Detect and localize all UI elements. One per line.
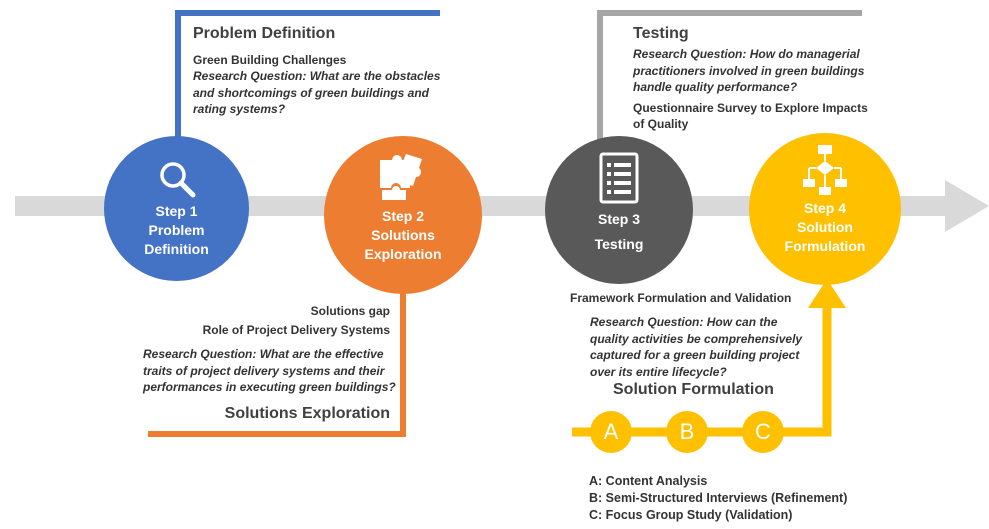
step-4-circle: Step 4 Solution Formulation bbox=[749, 133, 901, 285]
step-3-circle: Step 3 Testing bbox=[545, 136, 693, 284]
solutions-exploration-question: Research Question: What are the effectiv… bbox=[143, 346, 396, 396]
step-1-number: Step 1 bbox=[155, 203, 198, 219]
flowchart-icon bbox=[803, 145, 847, 195]
solution-formulation-arrowhead bbox=[808, 279, 846, 308]
problem-definition-question-line-1: Research Question: What are the obstacle… bbox=[193, 69, 441, 83]
solution-formulation-question-line-2: quality activities be comprehensively bbox=[590, 331, 803, 346]
step-1-line-2: Definition bbox=[144, 241, 209, 257]
solution-formulation-heading-wrap: Solution Formulation bbox=[613, 381, 774, 399]
solutions-exploration-heading-wrap: Solutions Exploration bbox=[225, 405, 390, 423]
step-1-circle: Step 1 Problem Definition bbox=[104, 136, 249, 281]
magnifier-icon bbox=[159, 162, 195, 198]
phase-b-circle: B bbox=[666, 411, 708, 453]
step-4-line-1: Solution bbox=[797, 219, 853, 235]
step-2-circle: Step 2 Solutions Exploration bbox=[324, 136, 482, 294]
solutions-exploration-topics: Solutions gap Role of Project Delivery S… bbox=[203, 302, 390, 340]
phase-a-circle: A bbox=[590, 411, 632, 453]
main-timeline-arrowhead bbox=[945, 180, 989, 232]
testing-method-line-2: of Quality bbox=[633, 116, 689, 131]
step-3-line-1: Testing bbox=[594, 236, 644, 252]
solutions-gap-label: Solutions gap bbox=[310, 304, 390, 318]
solution-formulation-question-line-4: over its entire lifecycle? bbox=[590, 364, 727, 379]
solutions-exploration-question-line-1: Research Question: What are the effectiv… bbox=[143, 347, 384, 361]
solution-formulation-question-line-1: Research Question: How can the bbox=[590, 315, 778, 329]
testing-question-line-1: Research Question: How do managerial bbox=[633, 47, 860, 61]
step-1-line-1: Problem bbox=[148, 222, 205, 238]
problem-definition-question-line-3: rating systems? bbox=[193, 102, 286, 116]
solutions-exploration-question-line-2: traits of project delivery systems and t… bbox=[143, 363, 385, 378]
problem-definition-topic: Green Building Challenges bbox=[193, 53, 347, 67]
legend-item-c: C: Focus Group Study (Validation) bbox=[589, 508, 793, 522]
testing-heading: Testing bbox=[633, 25, 689, 42]
puzzle-icon bbox=[380, 154, 422, 200]
problem-definition-question-line-2: and shortcomings of green buildings and bbox=[193, 85, 430, 100]
solution-formulation-connector bbox=[572, 306, 832, 437]
testing-method-line-1: Questionnaire Survey to Explore Impacts bbox=[633, 100, 868, 115]
problem-definition-block: Problem Definition Green Building Challe… bbox=[193, 25, 440, 118]
step-2-line-2: Exploration bbox=[364, 246, 442, 262]
step-2-line-1: Solutions bbox=[371, 227, 435, 243]
testing-connector bbox=[597, 10, 862, 145]
step-4-line-2: Formulation bbox=[784, 238, 866, 254]
problem-definition-heading: Problem Definition bbox=[193, 25, 336, 42]
step-2-number: Step 2 bbox=[381, 208, 424, 224]
checklist-icon bbox=[599, 152, 639, 204]
solution-formulation-topic-wrap: Framework Formulation and Validation bbox=[570, 290, 791, 306]
solution-formulation-question: Research Question: How can the quality a… bbox=[590, 314, 802, 380]
solution-formulation-heading: Solution Formulation bbox=[613, 381, 774, 398]
project-delivery-systems-label: Role of Project Delivery Systems bbox=[202, 323, 390, 337]
step-4-number: Step 4 bbox=[803, 200, 846, 216]
legend-item-a: A: Content Analysis bbox=[589, 474, 708, 488]
step-3-number: Step 3 bbox=[597, 211, 640, 227]
problem-definition-connector bbox=[175, 10, 440, 145]
solution-formulation-question-line-3: captured for a green building project bbox=[590, 348, 800, 362]
phase-legend: A: Content Analysis B: Semi-Structured I… bbox=[589, 473, 847, 524]
solutions-exploration-question-line-3: performances in executing green building… bbox=[143, 380, 396, 394]
testing-question-line-3: handle quality performance? bbox=[633, 80, 798, 94]
solutions-exploration-heading: Solutions Exploration bbox=[224, 405, 390, 422]
phase-c-circle: C bbox=[742, 411, 784, 453]
testing-question-line-2: practitioners involved in green building… bbox=[633, 63, 865, 78]
testing-block: Testing Research Question: How do manage… bbox=[633, 25, 868, 132]
solutions-exploration-connector bbox=[148, 280, 406, 437]
legend-item-b: B: Semi-Structured Interviews (Refinemen… bbox=[589, 491, 848, 505]
solution-formulation-topic: Framework Formulation and Validation bbox=[570, 291, 792, 305]
